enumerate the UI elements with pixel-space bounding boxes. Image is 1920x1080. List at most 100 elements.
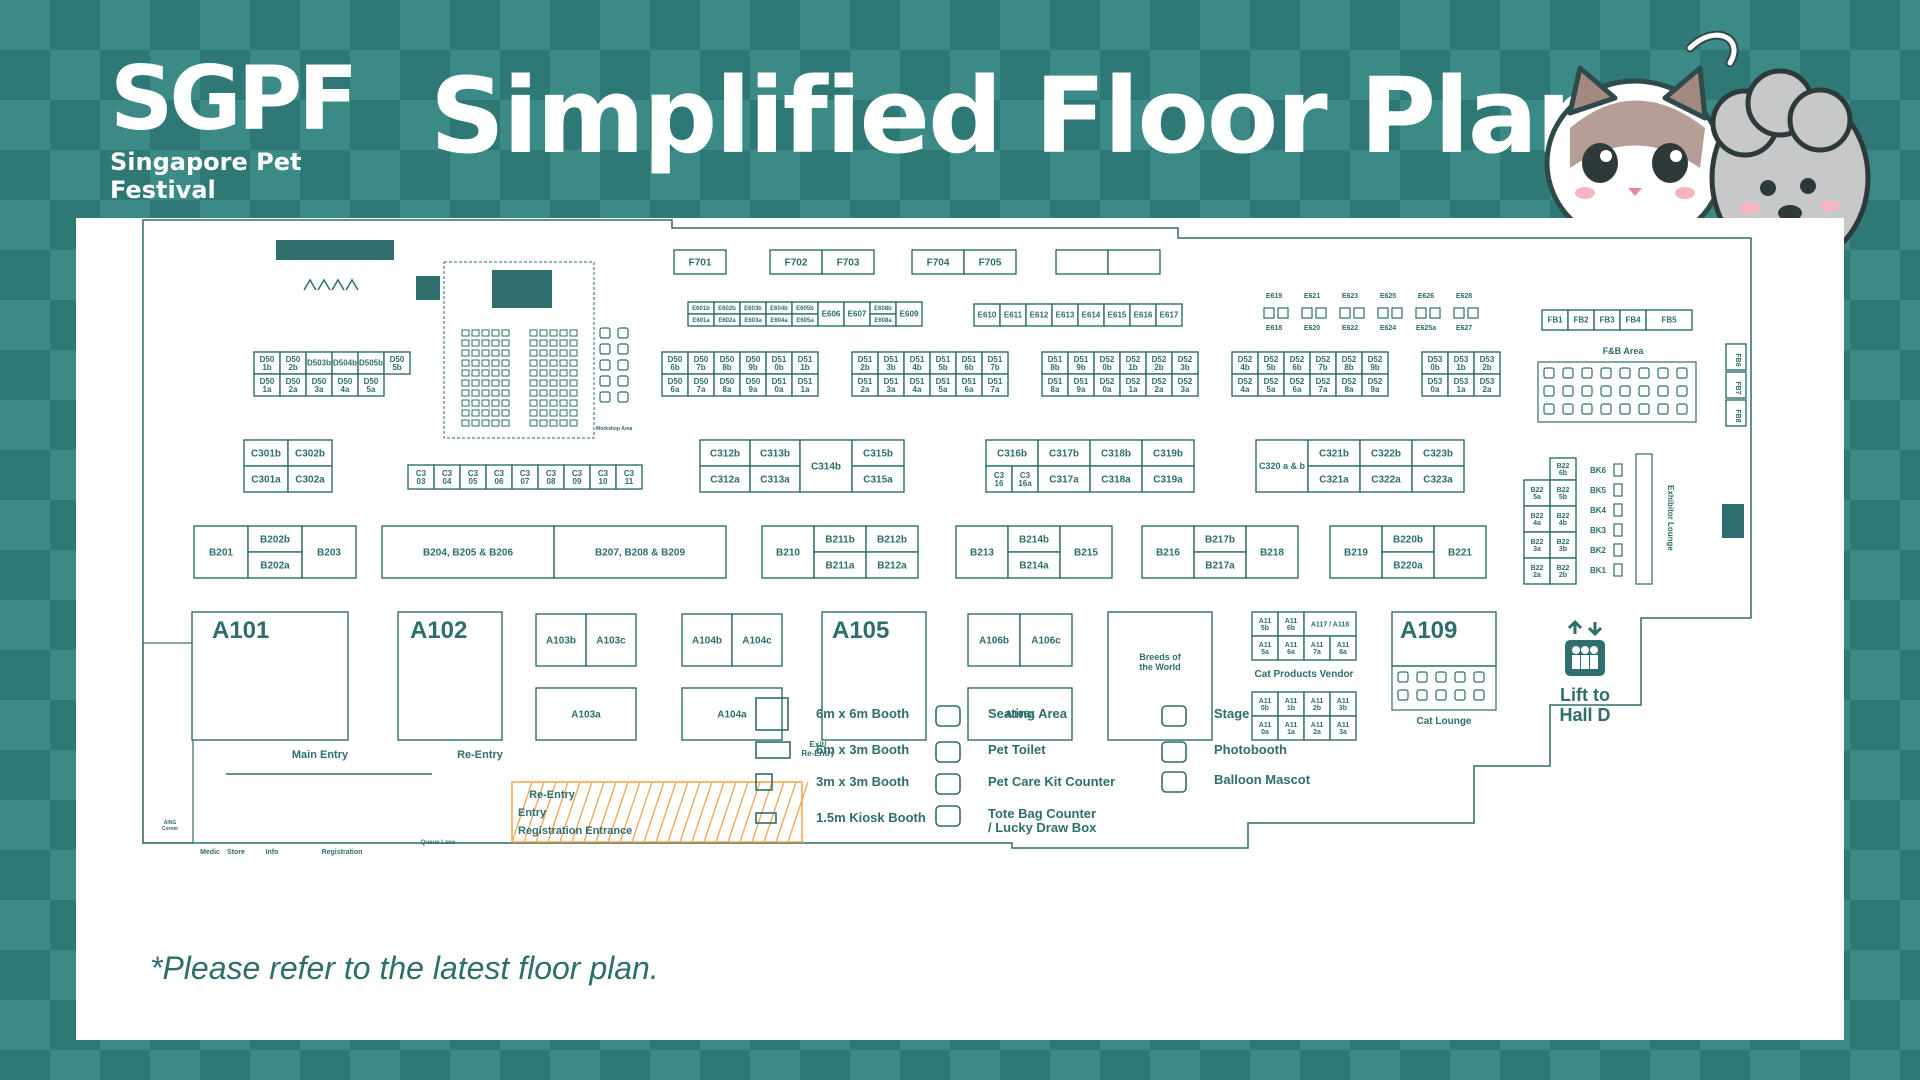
booth[interactable] <box>1055 249 1109 275</box>
booth[interactable]: B212a <box>865 551 919 579</box>
booth[interactable]: A103b <box>535 613 587 667</box>
booth[interactable]: A104b <box>681 613 733 667</box>
booth[interactable]: F705 <box>963 249 1017 275</box>
booth[interactable]: D504b <box>331 351 359 375</box>
booth[interactable]: E601b <box>687 301 715 315</box>
booth[interactable]: A103c <box>585 613 637 667</box>
booth[interactable]: E613 <box>1051 303 1079 327</box>
booth[interactable]: B217b <box>1193 525 1247 553</box>
booth[interactable]: C301b <box>243 439 289 467</box>
booth[interactable]: A106c <box>1019 613 1073 667</box>
booth[interactable]: E603a <box>739 313 767 327</box>
booth[interactable]: E601a <box>687 313 715 327</box>
booth[interactable]: C319a <box>1141 465 1195 493</box>
booth[interactable]: D505b <box>357 351 385 375</box>
booth[interactable]: B204, B205 & B206 <box>381 525 555 579</box>
booth[interactable]: F701 <box>673 249 727 275</box>
booth[interactable]: FB3 <box>1593 309 1621 331</box>
booth[interactable]: F703 <box>821 249 875 275</box>
booth[interactable]: C320 a & b <box>1255 439 1309 493</box>
booth[interactable]: E605a <box>791 313 819 327</box>
booth[interactable]: C321b <box>1307 439 1361 467</box>
booth[interactable]: E615 <box>1103 303 1131 327</box>
booth[interactable]: E607 <box>843 301 871 327</box>
booth[interactable] <box>1107 249 1161 275</box>
booth[interactable]: E608a <box>869 313 897 327</box>
booth[interactable]: B214b <box>1007 525 1061 553</box>
booth[interactable]: C318a <box>1089 465 1143 493</box>
booth[interactable]: FB4 <box>1619 309 1647 331</box>
booth[interactable]: B220a <box>1381 551 1435 579</box>
booth[interactable]: E605b <box>791 301 819 315</box>
booth[interactable]: A104c <box>731 613 783 667</box>
booth[interactable]: B211a <box>813 551 867 579</box>
booth[interactable]: B210 <box>761 525 815 579</box>
booth[interactable]: B202b <box>247 525 303 553</box>
booth[interactable]: E610 <box>973 303 1001 327</box>
booth[interactable]: B207, B208 & B209 <box>553 525 727 579</box>
booth[interactable]: C323a <box>1411 465 1465 493</box>
booth[interactable]: A104a <box>681 687 783 741</box>
booth[interactable]: E612 <box>1025 303 1053 327</box>
booth[interactable]: C321a <box>1307 465 1361 493</box>
booth[interactable]: B217a <box>1193 551 1247 579</box>
booth[interactable]: E608b <box>869 301 897 315</box>
booth[interactable]: FB6 <box>1725 343 1747 371</box>
